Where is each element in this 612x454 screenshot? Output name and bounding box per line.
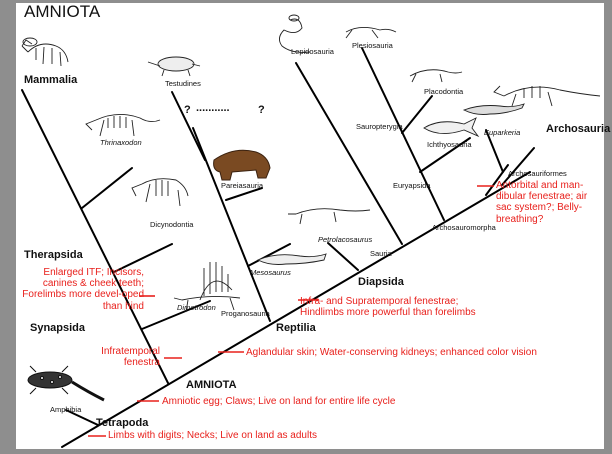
thrinaxodon-illustration — [86, 114, 160, 136]
trait-archosauriformes: Antorbital and man-dibular fenestrae; ai… — [496, 180, 598, 225]
clade-reptilia: Reptilia — [276, 323, 316, 335]
archosaur-skeleton-illustration — [494, 86, 600, 106]
branch-sauria-lepidosauria — [296, 63, 402, 244]
petrolacosaurus-illustration — [288, 209, 370, 224]
branch-petrolacosaurus — [328, 243, 358, 270]
taxon-plesiosauria: Plesiosauria — [352, 42, 393, 50]
clade-therapsida: Therapsida — [24, 250, 83, 262]
branch-synapsid-lineage — [22, 90, 168, 383]
taxon-mesosaurus: Mesosaurus — [250, 269, 291, 277]
taxon-archosauriformes: Archosauriformes — [508, 170, 567, 178]
taxon-sauropterygia: Sauropterygia — [356, 123, 403, 131]
taxon-thrinaxodon: Thrinaxodon — [100, 139, 142, 147]
unknown-link-right: ? — [258, 105, 265, 117]
taxon-pareiasauria: Pareiasauria — [221, 182, 263, 190]
clade-amniota: AMNIOTA — [186, 380, 237, 392]
dicynodontia-illustration — [132, 179, 188, 206]
taxon-dicynodontia: Dicynodontia — [150, 221, 193, 229]
taxon-ichthyosauria: Ichthyosauria — [427, 141, 472, 149]
taxon-placodontia: Placodontia — [424, 88, 463, 96]
unknown-link-dots: ........... — [196, 103, 230, 115]
testudines-illustration — [148, 57, 200, 76]
taxon-lepidosauria: Lepidosauria — [291, 48, 334, 56]
trait-reptilia: Aglandular skin; Water-conserving kidney… — [246, 348, 537, 359]
taxon-archosauromorpha: Archosauromorpha — [432, 224, 496, 232]
figure-title: AMNIOTA — [24, 3, 100, 21]
trait-diapsida: Infra- and Supratemporal fenestrae; Hind… — [300, 296, 498, 318]
taxon-euparkeria: Euparkeria — [484, 129, 520, 137]
taxon-euryapsida: Euryapsida — [393, 182, 431, 190]
pareiasaur-illustration — [214, 150, 270, 180]
taxon-petrolacosaurus: Petrolacosaurus — [318, 236, 372, 244]
branch-thrinaxodon — [82, 168, 132, 208]
clade-synapsida: Synapsida — [30, 323, 85, 335]
clade-diapsida: Diapsida — [358, 277, 404, 289]
taxon-proganosauria: Proganosauria — [221, 310, 270, 318]
taxon-testudines: Testudines — [165, 80, 201, 88]
placodont-illustration — [410, 70, 462, 82]
trait-tetrapoda: Limbs with digits; Necks; Live on land a… — [108, 431, 317, 442]
trait-synapsida: Infratemporal fenestra — [74, 346, 160, 368]
taxon-dimetrodon: Dimetrodon — [177, 304, 216, 312]
ichthyosaur-illustration — [424, 118, 478, 136]
clade-tetrapoda: Tetrapoda — [96, 418, 148, 430]
trait-amniota: Amniotic egg; Claws; Live on land for en… — [162, 397, 395, 408]
branch-euryapsida — [362, 48, 444, 220]
unknown-link-left: ? — [184, 105, 191, 117]
mammal-skeleton-illustration — [22, 38, 68, 66]
taxon-sauria: Sauria — [370, 250, 392, 258]
amphibian-illustration — [28, 366, 104, 400]
euparkeria-illustration — [464, 104, 524, 115]
plesiosaur-illustration — [346, 27, 396, 38]
clade-mammalia: Mammalia — [24, 75, 77, 87]
trait-therapsida: Enlarged ITF; Incisors, canines & cheek … — [18, 267, 144, 312]
clade-archosauria: Archosauria — [546, 124, 610, 136]
taxon-amphibia: Amphibia — [50, 406, 81, 414]
